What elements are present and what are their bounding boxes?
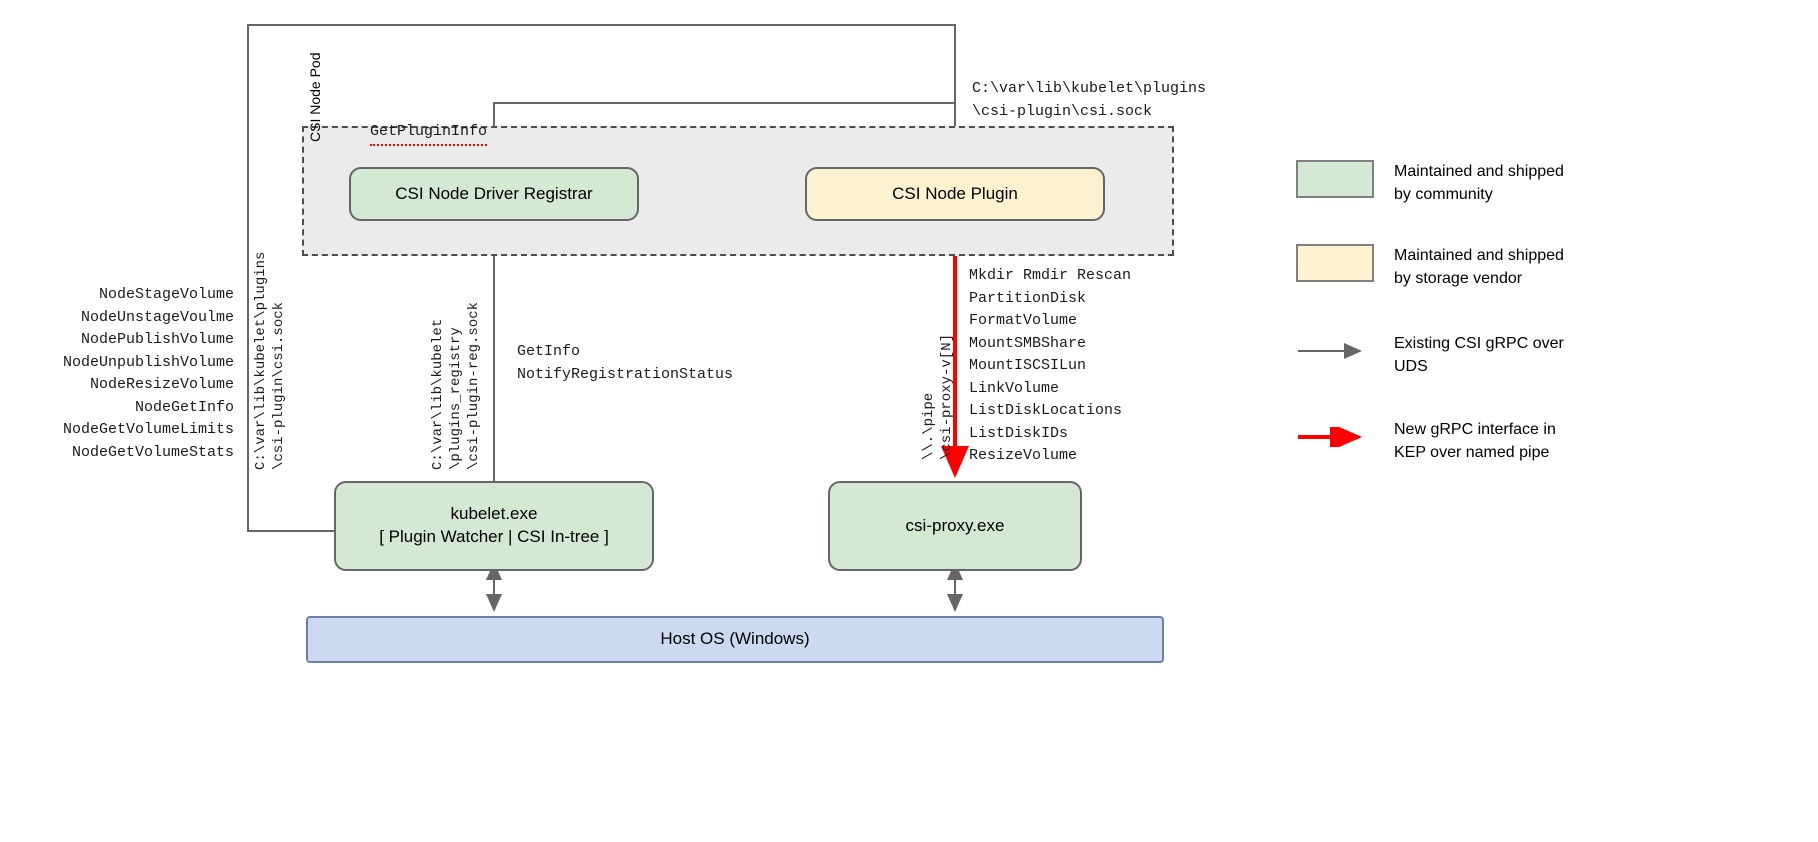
kubelet-exe-label: kubelet.exe [450,504,538,524]
legend-swatch-green-icon [1296,160,1374,198]
csi-node-driver-registrar-label: CSI Node Driver Registrar [395,183,593,203]
legend-label-existing-uds: Existing CSI gRPC over UDS [1394,335,1564,375]
legend-label-new-named-pipe: New gRPC interface in KEP over named pip… [1394,421,1556,461]
plugin-registration-socket-path-label: C:\var\lib\kubelet \plugins_registry \cs… [430,301,482,470]
csi-plugin-socket-path-label: C:\var\lib\kubelet\plugins \csi-plugin\c… [972,80,1207,120]
csi-proxy-exe-box[interactable]: csi-proxy.exe [828,481,1082,571]
legend-arrow-gray-icon [1296,332,1374,370]
legend-arrow-red-icon [1296,418,1374,456]
csi-proxy-exe-label: csi-proxy.exe [905,515,1005,535]
legend-item-community: Maintained and shipped by community [1296,160,1806,206]
get-plugin-info-label: GetPluginInfo [334,98,488,169]
csi-node-pod-label-text: CSI Node Pod [307,52,323,143]
legend-label-community: Maintained and shipped by community [1394,163,1564,203]
named-pipe-path-label: \\.\pipe \csi-proxy-v[N] [921,333,955,460]
csi-node-plugin-box[interactable]: CSI Node Plugin [805,167,1105,221]
legend-item-existing-uds: Existing CSI gRPC over UDS [1296,332,1806,378]
host-os-box[interactable]: Host OS (Windows) [306,616,1164,663]
legend-item-new-named-pipe: New gRPC interface in KEP over named pip… [1296,418,1806,464]
kubelet-exe-box[interactable]: kubelet.exe [ Plugin Watcher | CSI In-tr… [334,481,654,571]
kubelet-csi-socket-path-label: C:\var\lib\kubelet\plugins \csi-plugin\c… [253,251,287,470]
legend: Maintained and shipped by community Main… [1296,160,1806,504]
host-os-label: Host OS (Windows) [660,629,810,649]
csi-node-driver-registrar-box[interactable]: CSI Node Driver Registrar [349,167,639,221]
csi-proxy-api-calls-list: Mkdir Rmdir Rescan PartitionDisk FormatV… [969,267,1132,464]
node-service-calls-list: NodeStageVolume NodeUnstageVoulme NodePu… [62,286,234,461]
registration-calls-list: GetInfo NotifyRegistrationStatus [517,343,734,383]
legend-swatch-yellow-icon [1296,244,1374,282]
csi-node-pod-label: CSI Node Pod [307,32,323,143]
legend-label-vendor: Maintained and shipped by storage vendor [1394,247,1564,287]
kubelet-exe-sublabel: [ Plugin Watcher | CSI In-tree ] [379,527,609,546]
legend-item-vendor: Maintained and shipped by storage vendor [1296,244,1806,290]
get-plugin-info-text: GetPluginInfo [370,121,488,146]
csi-node-plugin-label: CSI Node Plugin [892,183,1018,203]
